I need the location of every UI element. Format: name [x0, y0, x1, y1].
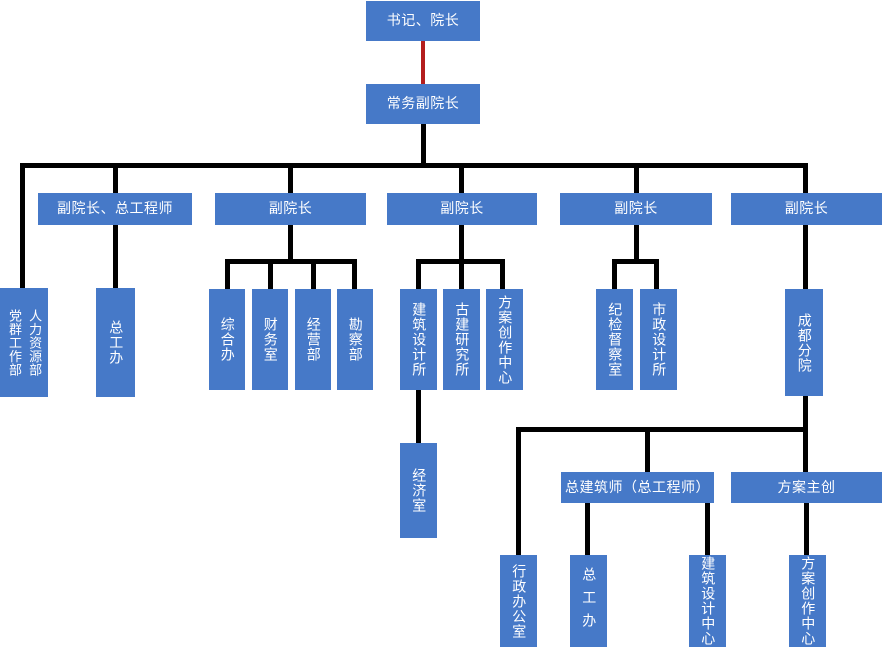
node-business-dept[interactable]: 经营部	[295, 289, 331, 390]
node-administrative-office[interactable]: 行政办公室	[500, 555, 537, 647]
node-vp-4[interactable]: 副院长	[560, 193, 712, 225]
node-scheme-creation-center[interactable]: 方案创作中心	[486, 289, 523, 390]
connector-vp4-to-discipline-office	[612, 259, 617, 289]
connector-vp4-to-municipal-institute	[654, 259, 659, 289]
node-chief-architect[interactable]: 总建筑师（总工程师）	[561, 472, 714, 503]
node-architectural-design-center[interactable]: 建筑设计中心	[689, 555, 726, 647]
connector-chengdu-branch-down	[803, 396, 808, 431]
connector-bus-to-vp-chief-engineer	[113, 163, 118, 193]
node-economics-office[interactable]: 经济室	[400, 443, 437, 538]
node-architectural-design-institute[interactable]: 建筑设计所	[400, 289, 437, 390]
node-hr-and-party-work-dept[interactable]: 人力资源部 党群工作部	[0, 288, 48, 397]
connector-scheme-lead-to-scheme-center	[804, 503, 809, 555]
connector-vp3-down	[459, 224, 464, 262]
connector-chengdu-branch-bus	[516, 427, 808, 432]
node-vp-3[interactable]: 副院长	[387, 193, 537, 225]
connector-vp3-to-scheme-creation-center	[500, 259, 505, 289]
node-ancient-architecture-institute[interactable]: 古建研究所	[443, 289, 480, 390]
connector-vp2-bus	[225, 259, 357, 264]
connector-branch-to-chief-architect	[645, 427, 650, 472]
connector-vp4-bus	[612, 259, 659, 264]
connector-chief-architect-to-arch-design-center	[705, 503, 710, 555]
connector-bus-to-vp-5	[803, 163, 808, 193]
connector-bus-to-vp-2	[288, 163, 293, 193]
node-discipline-inspection-office[interactable]: 纪检督察室	[596, 289, 633, 390]
node-vp-5[interactable]: 副院长	[731, 193, 882, 225]
connector-chief-architect-to-chief-eng-office	[585, 503, 590, 555]
connector-vp3-to-arch-design-institute	[416, 259, 421, 289]
node-general-office[interactable]: 综合办	[209, 289, 245, 390]
node-exec-vice-president[interactable]: 常务副院长	[366, 84, 480, 124]
node-finance-office[interactable]: 财务室	[252, 289, 288, 390]
node-root[interactable]: 书记、院长	[366, 1, 480, 41]
node-vp-chief-engineer[interactable]: 副院长、总工程师	[38, 193, 192, 225]
node-survey-dept[interactable]: 勘察部	[337, 289, 373, 390]
connector-vp1-to-chief-eng-office	[113, 224, 118, 289]
connector-branch-to-admin-office	[516, 427, 521, 555]
connector-arch-institute-to-economics-office	[416, 390, 421, 444]
connector-vp5-to-chengdu-branch	[803, 224, 808, 289]
node-vp-2[interactable]: 副院长	[215, 193, 366, 225]
connector-vp3-to-ancient-arch-institute	[459, 259, 464, 289]
connector-bus-to-vp-4	[634, 163, 639, 193]
connector-vp2-to-general-office	[225, 259, 230, 289]
node-chengdu-branch[interactable]: 成都分院	[785, 289, 823, 396]
connector-vp2-to-finance-office	[268, 259, 273, 289]
connector-bus-to-vp-3	[459, 163, 464, 193]
connector-root-to-exec-vp	[421, 40, 425, 84]
connector-vp2-to-survey-dept	[352, 259, 357, 289]
node-scheme-lead[interactable]: 方案主创	[731, 472, 882, 503]
connector-vp-bus	[20, 163, 806, 168]
connector-exec-vp-down	[421, 124, 426, 166]
connector-vp2-down	[288, 224, 293, 262]
connector-vp2-to-business-dept	[311, 259, 316, 289]
node-branch-scheme-creation-center[interactable]: 方案创作中心	[789, 555, 826, 647]
connector-branch-to-scheme-lead	[803, 427, 808, 472]
node-municipal-design-institute[interactable]: 市政设计所	[640, 289, 677, 390]
node-chief-engineer-office[interactable]: 总工办	[96, 288, 135, 397]
connector-bus-to-hr-party	[20, 163, 25, 289]
connector-vp4-down	[634, 224, 639, 262]
node-branch-chief-engineer-office[interactable]: 总工办	[570, 555, 607, 647]
